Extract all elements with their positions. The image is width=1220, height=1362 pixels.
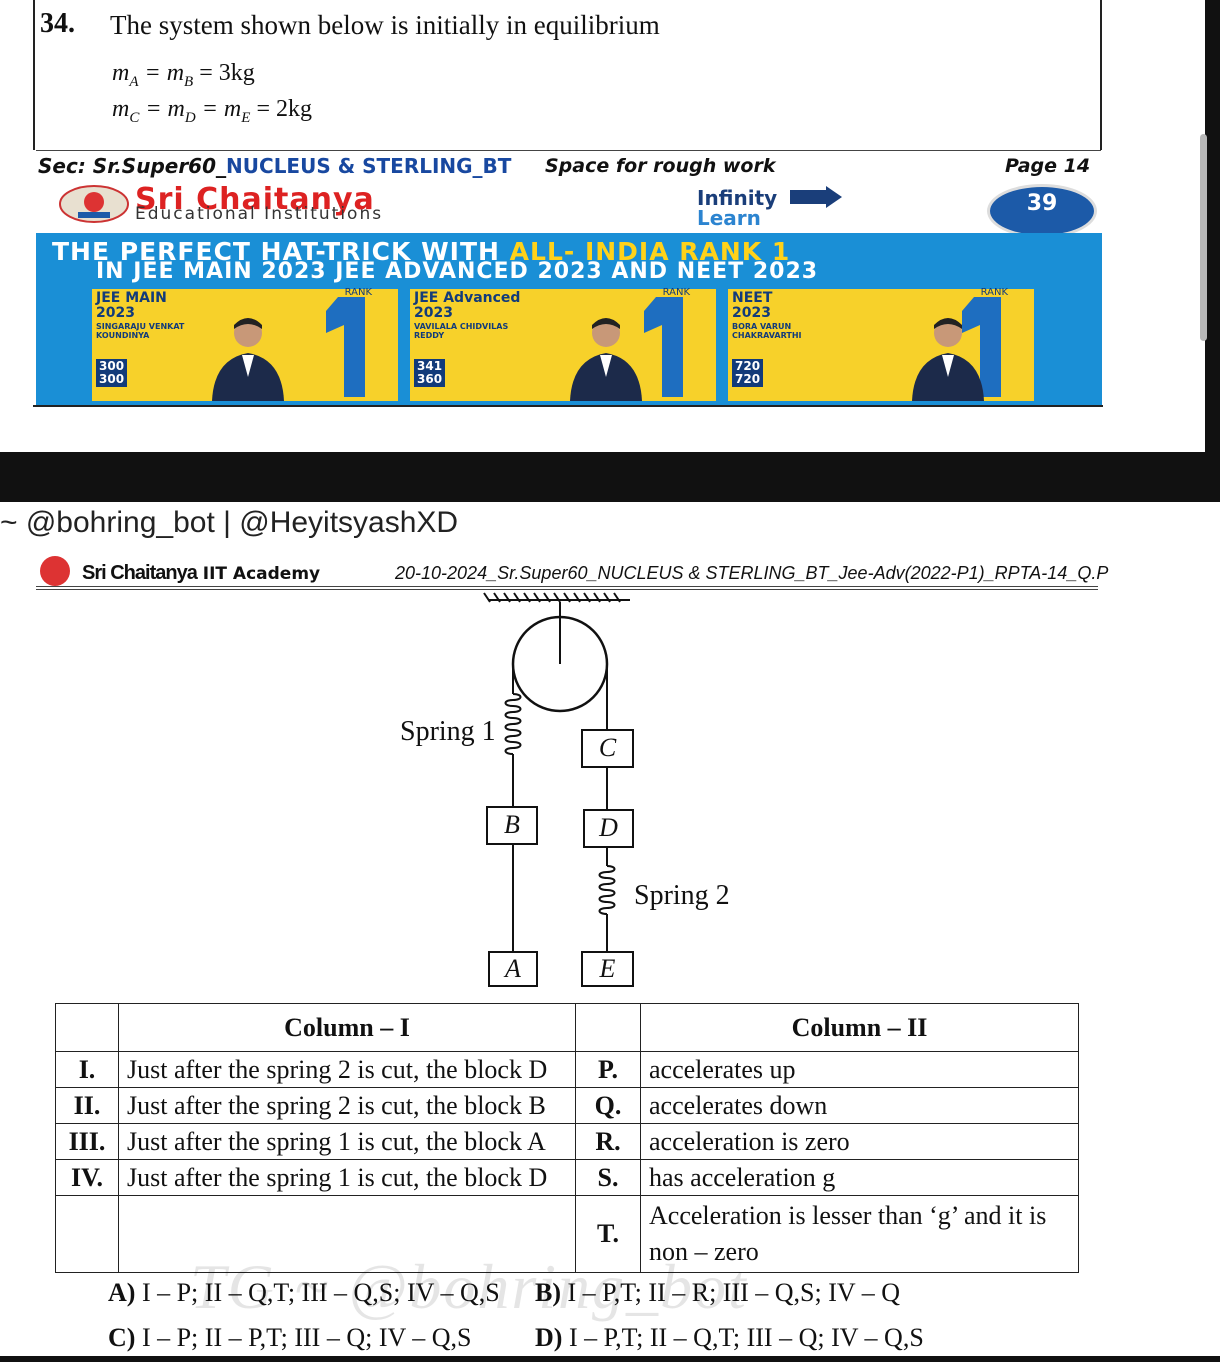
panel-student: BORA VARUN CHAKRAVARTHI [732, 322, 802, 340]
student-photo-icon [912, 318, 984, 401]
page-bottom-border [33, 405, 1103, 407]
block-c-label: C [598, 733, 617, 762]
table-header-row: Column – I Column – II [55, 1003, 1079, 1052]
ad-headline: THE PERFECT HAT-TRICK WITH ALL- INDIA RA… [52, 237, 791, 266]
block-e-label: E [599, 954, 616, 983]
academy-name: Sri Chaitanya IIT Academy [82, 562, 321, 584]
column-2-header: Column – II [640, 1003, 1079, 1052]
panel-rank-label: RANK [662, 287, 690, 298]
academy-logo-icon [40, 556, 70, 586]
question-text: The system shown below is initially in e… [110, 10, 660, 40]
block-d-label: D [599, 813, 618, 842]
spring-2 [598, 865, 616, 915]
table-row: I. Just after the spring 2 is cut, the b… [55, 1051, 1079, 1088]
spring-2-label: Spring 2 [634, 880, 730, 911]
ad-brand-sub: Educational Institutions [135, 204, 384, 224]
table-row: T. Acceleration is lesser than ‘g’ and i… [55, 1195, 1079, 1273]
page-border-left [33, 0, 35, 150]
block-a [488, 951, 538, 987]
mass-equation-2: mC = mD = mE = 2kg [112, 96, 312, 126]
page-separator [0, 452, 1220, 502]
header-divider [36, 586, 1098, 587]
ad-headline-2: IN JEE MAIN 2023 JEE ADVANCED 2023 AND N… [96, 259, 819, 284]
block-a-label: A [505, 954, 521, 983]
chaitanya-logo-icon [58, 184, 130, 224]
table-row: IV. Just after the spring 1 is cut, the … [55, 1159, 1079, 1196]
watermark: TG ~ @bohring_bot [190, 1251, 748, 1322]
panel-rank-label: RANK [980, 287, 1008, 298]
option-d: D) I – P,T; II – Q,T; III – Q; IV – Q,S [535, 1323, 924, 1352]
share-handle: ~ @bohring_bot | @HeyitsyashXD [0, 506, 459, 539]
block-b [486, 806, 538, 845]
panel-student: VAVILALA CHIDVILAS REDDY [414, 322, 509, 340]
footer-divider [36, 150, 1101, 151]
years-badge: 39 [987, 184, 1097, 238]
paper-title: 20-10-2024_Sr.Super60_NUCLEUS & STERLING… [395, 563, 1109, 583]
option-a: A) I – P; II – Q,T; III – Q,S; IV – Q,S [108, 1278, 500, 1307]
page-number: Page 14 [1005, 155, 1091, 177]
table-row: II. Just after the spring 2 is cut, the … [55, 1087, 1079, 1124]
rough-work-label: Space for rough work [545, 155, 776, 177]
arrow-icon [790, 186, 842, 213]
student-photo-icon [570, 318, 642, 401]
viewer-gutter [1205, 0, 1220, 452]
section-label: Sec: Sr.Super60_NUCLEUS & STERLING_BT [38, 154, 512, 178]
scrollbar-thumb[interactable] [1200, 134, 1207, 341]
block-e [581, 951, 634, 987]
ceiling-hatch [483, 592, 630, 603]
matching-table: Column – I Column – II I. Just after the… [55, 1003, 1079, 1273]
pulley-diagram [483, 592, 634, 987]
option-b: B) I – P,T; II – R; III – Q,S; IV – Q [535, 1278, 900, 1307]
question-number: 34. [40, 8, 75, 39]
previous-page: 34. The system shown below is initially … [0, 0, 1205, 452]
ad-brand: Sri Chaitanya [135, 182, 375, 217]
mass-equation-1: mA = mB = 3kg [112, 60, 255, 90]
header-divider-2 [36, 589, 1098, 590]
student-photo-icon [212, 318, 284, 401]
table-row: III. Just after the spring 1 is cut, the… [55, 1123, 1079, 1160]
page-border-right [1100, 0, 1102, 150]
spring-1-label: Spring 1 [400, 716, 496, 747]
column-1-header: Column – I [118, 1003, 576, 1052]
panel-rank-label: RANK [344, 287, 372, 298]
option-c: C) I – P; II – P,T; III – Q; IV – Q,S [108, 1323, 472, 1352]
spring-1 [504, 693, 522, 755]
panel-student: SINGARAJU VENKAT KOUNDINYA [96, 322, 185, 340]
bottom-edge [0, 1356, 1220, 1362]
block-d [583, 809, 634, 848]
block-b-label: B [504, 810, 520, 839]
